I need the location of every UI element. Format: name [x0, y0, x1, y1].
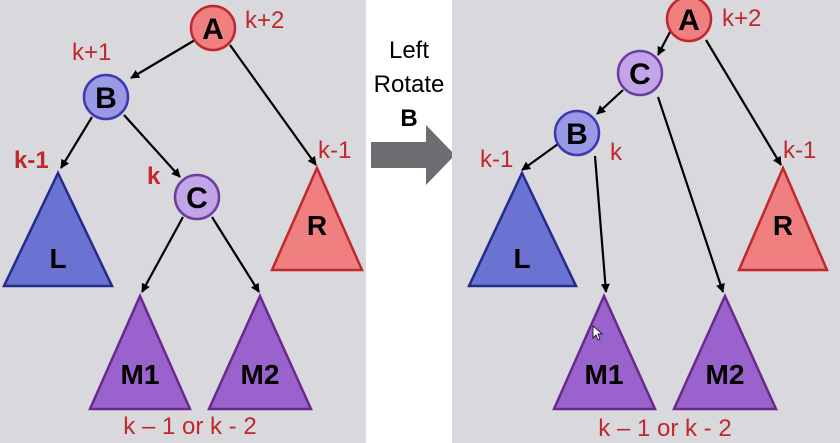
- edge-c-to-m2: [211, 216, 260, 293]
- subtree-l-triangle: [2, 170, 114, 288]
- right-arrow-icon: [371, 125, 455, 185]
- rotation-operation: Left Rotate B: [371, 37, 455, 185]
- edge-c-to-m1: [141, 216, 184, 293]
- node-c-label: C: [186, 182, 208, 215]
- edge-b-to-l: [60, 116, 93, 169]
- node-a-circle: [665, 0, 713, 43]
- height-label-l: k-1: [14, 147, 49, 174]
- edge-a-to-b: [130, 39, 196, 79]
- subtree-m2-triangle: [207, 292, 313, 411]
- node-a-label: A: [202, 13, 224, 46]
- node-a-label: A: [678, 4, 700, 37]
- edge-a-to-r: [229, 44, 317, 166]
- node-b-circle: [553, 109, 601, 157]
- node-c-circle: [616, 49, 664, 97]
- height-label-b: k+1: [72, 39, 111, 66]
- after-caption: k – 1 or k - 2: [598, 415, 731, 442]
- subtree-m1-triangle: [88, 292, 192, 411]
- subtree-m2-triangle: [672, 292, 778, 411]
- edge-a-to-c: [657, 29, 672, 56]
- subtree-r-triangle: [737, 164, 829, 272]
- node-c-label: C: [629, 58, 651, 91]
- operation-line-3: B: [400, 105, 417, 132]
- subtree-r-triangle: [270, 164, 364, 272]
- edge-b-to-l: [521, 143, 559, 171]
- operation-line-1: Left: [389, 37, 429, 64]
- height-label-r: k-1: [783, 137, 816, 164]
- node-c-circle: [173, 173, 221, 221]
- subtree-l-triangle: [467, 170, 578, 288]
- node-a-circle: [189, 4, 237, 52]
- edge-b-to-c: [123, 114, 181, 178]
- before-caption: k – 1 or k - 2: [123, 413, 256, 440]
- subtree-m1-triangle: [552, 292, 657, 411]
- operation-line-2: Rotate: [374, 71, 445, 98]
- height-label-a: k+2: [245, 7, 284, 34]
- edge-b-to-m1: [593, 155, 610, 293]
- before-panel: L R M1 M2 A B C k+2 k+1 k-1 k k-1 k – 1 …: [0, 0, 366, 443]
- height-label-l: k-1: [480, 146, 513, 173]
- node-b-label: B: [566, 118, 588, 151]
- subtree-m2-label: M2: [706, 359, 745, 390]
- height-label-b: k: [610, 139, 623, 166]
- node-b-label: B: [95, 82, 117, 115]
- mouse-cursor-icon: [592, 325, 604, 341]
- subtree-r-label: R: [773, 210, 793, 241]
- node-b-circle: [82, 73, 130, 121]
- edge-c-to-b: [596, 89, 624, 115]
- subtree-l-label: L: [513, 243, 530, 274]
- edge-c-to-m2: [656, 96, 725, 293]
- after-panel: L R M1 M2 A C B k+2 k k-1 k-1 k – 1 or k…: [452, 0, 840, 443]
- subtree-m1-label: M1: [585, 359, 624, 390]
- subtree-m1-label: M1: [121, 359, 160, 390]
- subtree-r-label: R: [307, 210, 327, 241]
- edge-a-to-r: [705, 39, 782, 166]
- height-label-r: k-1: [318, 137, 351, 164]
- height-label-c: k: [147, 163, 161, 190]
- subtree-l-label: L: [49, 243, 66, 274]
- subtree-m2-label: M2: [241, 359, 280, 390]
- height-label-a: k+2: [722, 5, 761, 32]
